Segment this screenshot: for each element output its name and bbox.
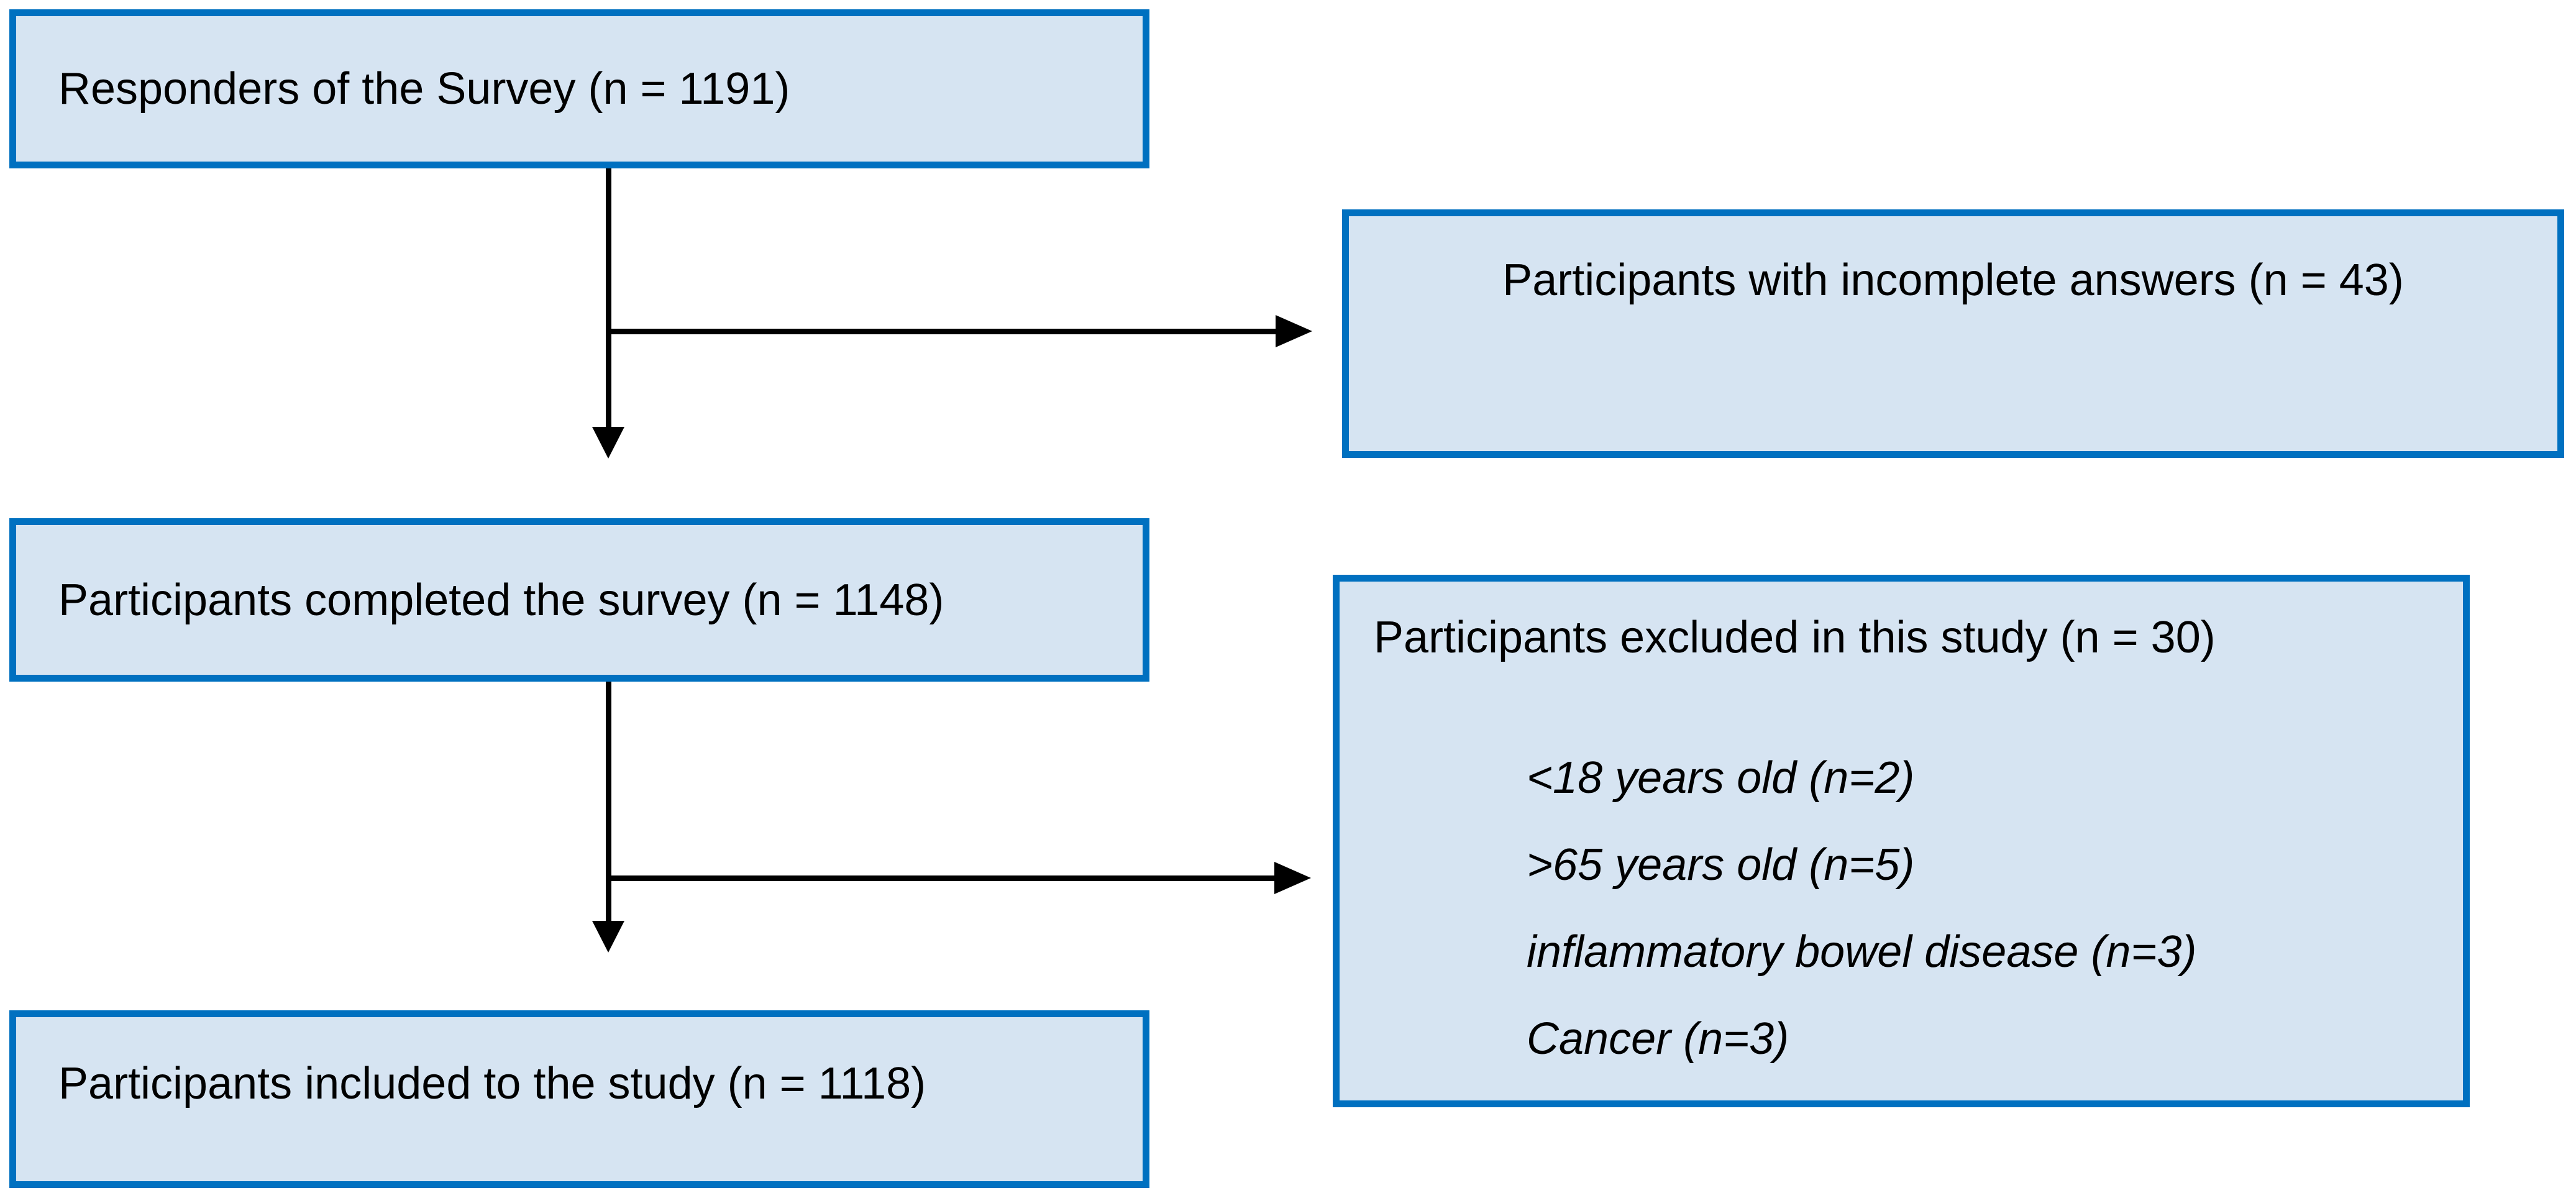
right-arrowhead-icon	[1276, 315, 1312, 347]
box-incomplete-answers-label: Participants with incomplete answers (n …	[1502, 255, 2404, 305]
box-incomplete-answers: Participants with incomplete answers (n …	[1342, 209, 2564, 458]
excluded-reasons-list: <18 years old (n=2) >65 years old (n=5) …	[1527, 756, 2438, 1061]
down-arrowhead-icon	[592, 921, 624, 953]
connector-completed-to-included-line	[606, 679, 611, 924]
box-completed-survey-label: Participants completed the survey (n = 1…	[58, 575, 944, 625]
connector-to-incomplete-line	[606, 329, 1276, 334]
excluded-reason-ibd: inflammatory bowel disease (n=3)	[1527, 927, 2197, 977]
box-excluded-participants-title: Participants excluded in this study (n =…	[1374, 613, 2216, 662]
box-excluded-participants: Participants excluded in this study (n =…	[1333, 575, 2470, 1107]
box-completed-survey: Participants completed the survey (n = 1…	[9, 518, 1149, 682]
down-arrowhead-icon	[592, 427, 624, 459]
excluded-reason-over-65: >65 years old (n=5)	[1527, 840, 1915, 890]
connector-responders-to-completed-line	[606, 165, 611, 429]
box-survey-responders-label: Responders of the Survey (n = 1191)	[58, 64, 790, 114]
box-included-participants: Participants included to the study (n = …	[9, 1010, 1149, 1188]
excluded-reason-under-18: <18 years old (n=2)	[1527, 753, 1915, 803]
box-included-participants-label: Participants included to the study (n = …	[58, 1059, 926, 1108]
connector-to-excluded-line	[606, 875, 1274, 881]
box-survey-responders: Responders of the Survey (n = 1191)	[9, 9, 1149, 168]
excluded-reason-cancer: Cancer (n=3)	[1527, 1014, 1789, 1064]
right-arrowhead-icon	[1274, 862, 1311, 894]
